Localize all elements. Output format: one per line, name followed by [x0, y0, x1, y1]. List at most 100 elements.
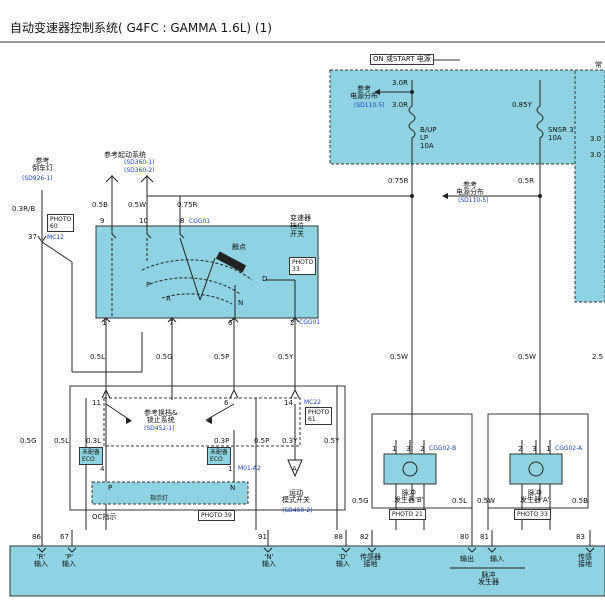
pcm-pulse-gen-label: 脉冲 发生器	[478, 571, 499, 586]
pulse-gen-a-box	[487, 413, 589, 509]
sensor-a-pin-1: 1	[546, 445, 551, 453]
switch-photo: PHOTO 33	[289, 257, 317, 275]
sport-letter: A	[292, 465, 297, 473]
reverse-wire-label: 0.3R/B	[12, 205, 36, 213]
pin14-connector	[290, 389, 300, 399]
unfitted-eco-right: 未配备 ECO	[207, 447, 232, 465]
top-pin-9: 9	[100, 217, 105, 225]
side-module-box	[574, 69, 605, 303]
bottom-pin-1: 1	[102, 319, 107, 327]
feed-node	[410, 90, 414, 94]
pulse-gen-b-box	[371, 413, 473, 509]
contact-slider	[215, 251, 247, 273]
shift-lock-box	[103, 397, 301, 447]
switch-label: 变速器 档位 开关	[290, 214, 311, 238]
pin6-connector	[229, 389, 239, 399]
contact-arm-2	[199, 257, 216, 301]
cluster-wire-03p: 0.3P	[214, 437, 230, 445]
cluster-wire-05l: 0.5L	[54, 437, 70, 445]
pcm-label-output: 输出	[460, 555, 474, 563]
bottom-pin-7: 7	[169, 319, 174, 327]
position-n: N	[238, 299, 244, 307]
mid-wire-25: 2.5	[592, 353, 604, 361]
contact-arc-2	[149, 277, 241, 295]
cluster-wire-03l: 0.3L	[86, 437, 102, 445]
position-r: R	[166, 295, 171, 303]
pulse-gen-a-sensor	[509, 453, 563, 485]
side-wire-b: 3.0	[590, 151, 602, 159]
pcm-pin-80: 80	[460, 533, 469, 541]
reverse-connector-code: MC12	[47, 234, 65, 241]
mid-wire-05l: 0.5L	[90, 353, 106, 361]
cluster-wire-05y: 0.5Y	[324, 437, 340, 445]
feed-arrow	[374, 89, 380, 95]
sensor-a-connector: CGG02-A	[555, 445, 583, 452]
indicator-label: 指示灯	[150, 495, 169, 502]
top-pin-10: 10	[139, 217, 148, 225]
ref-arrow	[442, 193, 448, 199]
pcm-label-sensor-ground2: 传感 接地	[578, 553, 592, 568]
side-panel-label: 常	[595, 61, 602, 69]
mid-wire-05g: 0.5G	[156, 353, 173, 361]
pcm-box	[9, 545, 605, 597]
cluster-connector2: M01-A2	[238, 465, 261, 472]
pcm-pin-86: 86	[32, 533, 41, 541]
sensor-b-photo: PHOTO 21	[389, 509, 426, 520]
reverse-lamp-code: (SD926-1)	[22, 175, 53, 182]
shift-arrow-2	[206, 417, 212, 424]
reverse-pin: 37	[28, 233, 37, 241]
shift-link-2	[205, 403, 235, 421]
pin11-connector	[101, 389, 111, 399]
bottom-pin-2: 2	[290, 319, 295, 327]
position-d: D	[262, 275, 268, 283]
sensor-wire-05l: 0.5L	[452, 497, 468, 505]
left-feed-wire-b: 3.0R	[392, 101, 408, 109]
cluster-photo: PHOTO 61	[305, 407, 333, 425]
pcm-label-p: 'P' 输入	[62, 553, 76, 568]
pcm-connectors	[41, 530, 591, 546]
node-075r	[410, 194, 414, 198]
cluster-wire-05g: 0.5G	[20, 437, 37, 445]
pcm-label-d: 'D' 输入	[336, 553, 350, 568]
pcm-pin-81: 81	[480, 533, 489, 541]
reverse-photo: PHOTO 60	[47, 214, 75, 232]
cluster-ocil: OC指示	[92, 513, 117, 521]
pcm-label-n: 'N' 输入	[262, 553, 276, 568]
bottom-pin-6: 6	[228, 319, 233, 327]
cluster-connector: MC22	[304, 399, 322, 406]
sensor-b-pin-3: 3	[406, 445, 411, 453]
mid-wire-05w-a: 0.5W	[390, 353, 409, 361]
page-title: 自动变速器控制系统( G4FC : GAMMA 1.6L) (1)	[10, 21, 272, 35]
start-system-label: 参考起动系统	[104, 151, 146, 159]
start-arrow-1	[105, 175, 119, 183]
cluster-ref-label: 参考换档& 锁止系统	[144, 409, 178, 424]
cluster-pin11: 11	[92, 399, 101, 407]
sensor-a-label: 脉冲 发生器'A'	[520, 489, 550, 504]
sensor-wire-05g: 0.5G	[352, 497, 369, 505]
pulse-gen-b-coil	[402, 461, 418, 477]
side-wire-a: 3.0	[590, 135, 602, 143]
contact-arm-1	[179, 237, 201, 301]
switch-top-pins	[111, 226, 185, 239]
switch-bottom-connectors	[101, 317, 300, 323]
sensor-b-label: 脉冲 发生器'B'	[394, 489, 424, 504]
top-wire-3: 0.75R	[177, 201, 198, 209]
indicator-p: P	[108, 484, 113, 492]
contact-label: 触点	[232, 243, 246, 251]
top-wire-1: 0.5B	[92, 201, 108, 209]
pcm-pin-67: 67	[60, 533, 69, 541]
fuse-left-label: B/UP LP 10A	[420, 126, 437, 150]
on-start-label: ON 或START 电源	[370, 54, 434, 65]
pcm-pin-88: 88	[334, 533, 343, 541]
top-pin-8: 8	[180, 217, 185, 225]
cluster-pin4: 4	[100, 465, 105, 473]
cluster-pin14: 14	[284, 399, 293, 407]
top-connector: CGG01	[189, 218, 211, 225]
pulse-gen-a-coil	[528, 461, 544, 477]
pcm-label-r: 'R' 输入	[34, 553, 48, 568]
ref-power-dist-code: (SD110-5)	[354, 102, 385, 109]
bottom-connector: CGG01	[299, 319, 321, 326]
start-arrow-2	[140, 175, 154, 183]
